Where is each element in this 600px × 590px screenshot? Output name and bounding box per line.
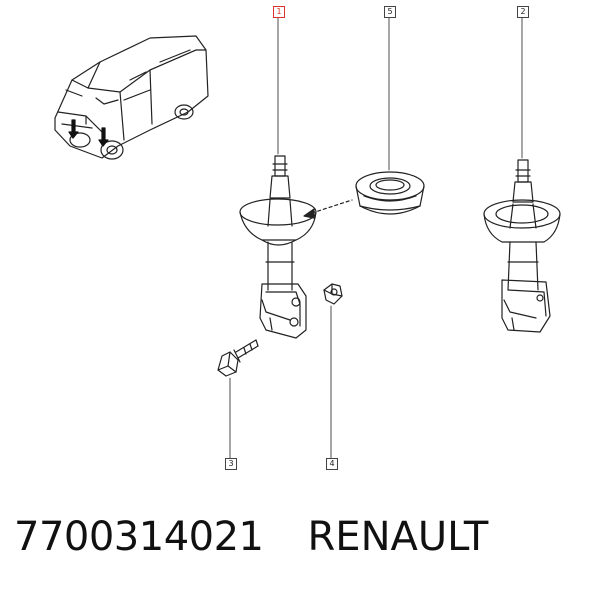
callout-2[interactable]: 2 <box>517 6 529 18</box>
van-strut-markers <box>68 119 109 147</box>
van-illustration <box>54 35 209 160</box>
bearing-cup-part-5 <box>355 171 425 215</box>
footer-caption: 7700314021 RENAULT <box>14 514 594 570</box>
nut-part-4 <box>323 283 343 305</box>
strut-assembly-part-1 <box>239 155 317 339</box>
callout-1[interactable]: 1 <box>273 6 285 18</box>
brand-name: RENAULT <box>307 514 489 560</box>
bolt-part-3 <box>217 339 259 377</box>
callout-4[interactable]: 4 <box>326 458 338 470</box>
callout-3[interactable]: 3 <box>225 458 237 470</box>
part-number: 7700314021 <box>14 514 264 560</box>
leader-lines <box>229 16 523 459</box>
assembly-arrow <box>303 199 353 219</box>
strut-part-2 <box>483 159 561 333</box>
callout-5[interactable]: 5 <box>384 6 396 18</box>
